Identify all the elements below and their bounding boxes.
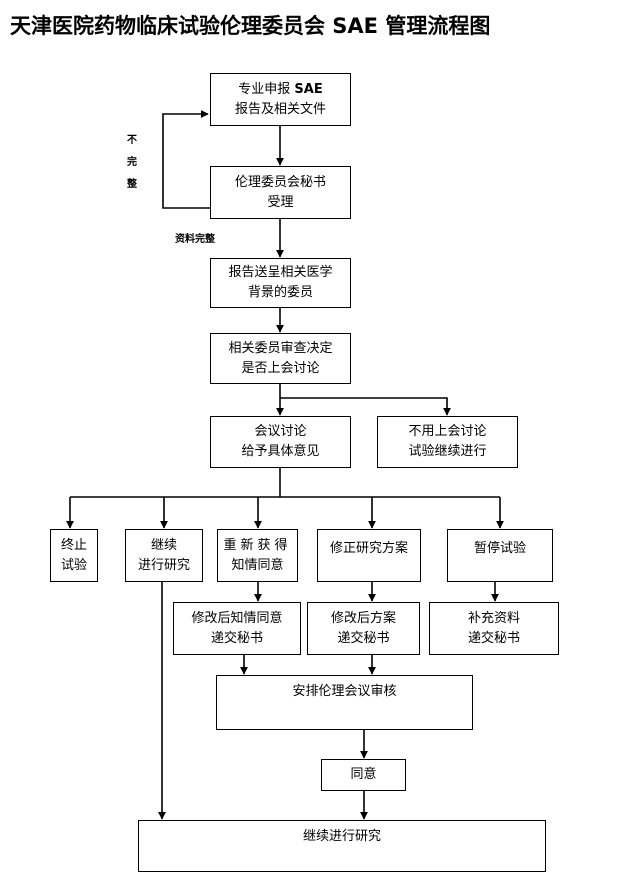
node-send-text-2: 背景的委员 [247,285,313,300]
node-reconsent: 重新获得 知情同意 [217,529,298,582]
node-arrange-text: 安排伦理会议审核 [292,684,397,699]
node-review: 相关委员审查决定 是否上会讨论 [210,333,351,384]
node-terminate: 终止 试验 [50,529,98,582]
node-suspend: 暂停试验 [447,529,553,582]
node-review-text: 相关委员审查决定 [228,340,333,356]
node-supplement-text-2: 递交秘书 [467,630,520,646]
node-submit-protocol-text: 修改后方案 [330,610,396,626]
node-secretary-text-2: 受理 [267,194,294,210]
node-secretary-text: 伦理委员会秘书 [234,174,326,190]
node-report: 专业申报 SAE 报告及相关文件 [210,73,351,126]
node-submit-consent-text-2: 递交秘书 [210,630,263,646]
note-incomplete-char: 整 [127,179,137,190]
node-send: 报告送呈相关医学 背景的委员 [210,258,351,308]
arrow-incomplete-loop [162,110,210,209]
node-review-text-2: 是否上会讨论 [241,360,320,376]
node-discuss-text-2: 给予具体意见 [241,444,320,459]
node-report-text-2: 报告及相关文件 [234,101,326,117]
note-incomplete-char: 完 [127,157,137,168]
node-no-meeting-text: 不用上会讨论 [408,424,487,439]
node-report-sae: SAE [294,81,323,97]
node-agree-text: 同意 [350,767,377,782]
note-complete: 资料完整 [175,234,215,245]
node-discuss-text: 会议讨论 [254,424,307,439]
node-submit-consent: 修改后知情同意 递交秘书 [173,602,301,655]
node-continue: 继续 进行研究 [125,529,203,582]
node-supplement-text: 补充资料 [467,610,520,626]
node-submit-protocol: 修改后方案 递交秘书 [307,602,420,655]
node-agree: 同意 [321,759,406,791]
note-incomplete: 不 完 整 [127,130,137,196]
node-arrange: 安排伦理会议审核 [216,675,473,730]
node-supplement: 补充资料 递交秘书 [429,602,559,655]
node-submit-protocol-text-2: 递交秘书 [337,630,390,646]
node-continue-text-2: 进行研究 [137,557,190,573]
node-no-meeting-text-2: 试验继续进行 [408,444,487,459]
node-terminate-text: 终止 [60,537,87,553]
node-secretary: 伦理委员会秘书 受理 [210,166,351,219]
node-discuss: 会议讨论 给予具体意见 [210,416,351,468]
node-report-text: 专业申报 [238,81,295,97]
node-reconsent-text: 重新获得 [223,537,292,553]
node-amend-text: 修正研究方案 [329,541,408,556]
node-reconsent-text-2: 知情同意 [231,557,284,573]
note-incomplete-char: 不 [127,135,137,146]
node-continue-text: 继续 [150,537,177,553]
node-send-text: 报告送呈相关医学 [228,265,333,280]
page-title: 天津医院药物临床试验伦理委员会 SAE 管理流程图 [10,14,491,38]
node-no-meeting: 不用上会讨论 试验继续进行 [377,416,518,468]
node-final-text: 继续进行研究 [302,829,381,844]
arrow-review-to-no-meeting [280,397,451,416]
node-final: 继续进行研究 [138,820,546,872]
node-terminate-text-2: 试验 [60,557,87,573]
node-submit-consent-text: 修改后知情同意 [191,610,283,626]
node-amend: 修正研究方案 [317,529,421,582]
node-suspend-text: 暂停试验 [473,541,526,556]
